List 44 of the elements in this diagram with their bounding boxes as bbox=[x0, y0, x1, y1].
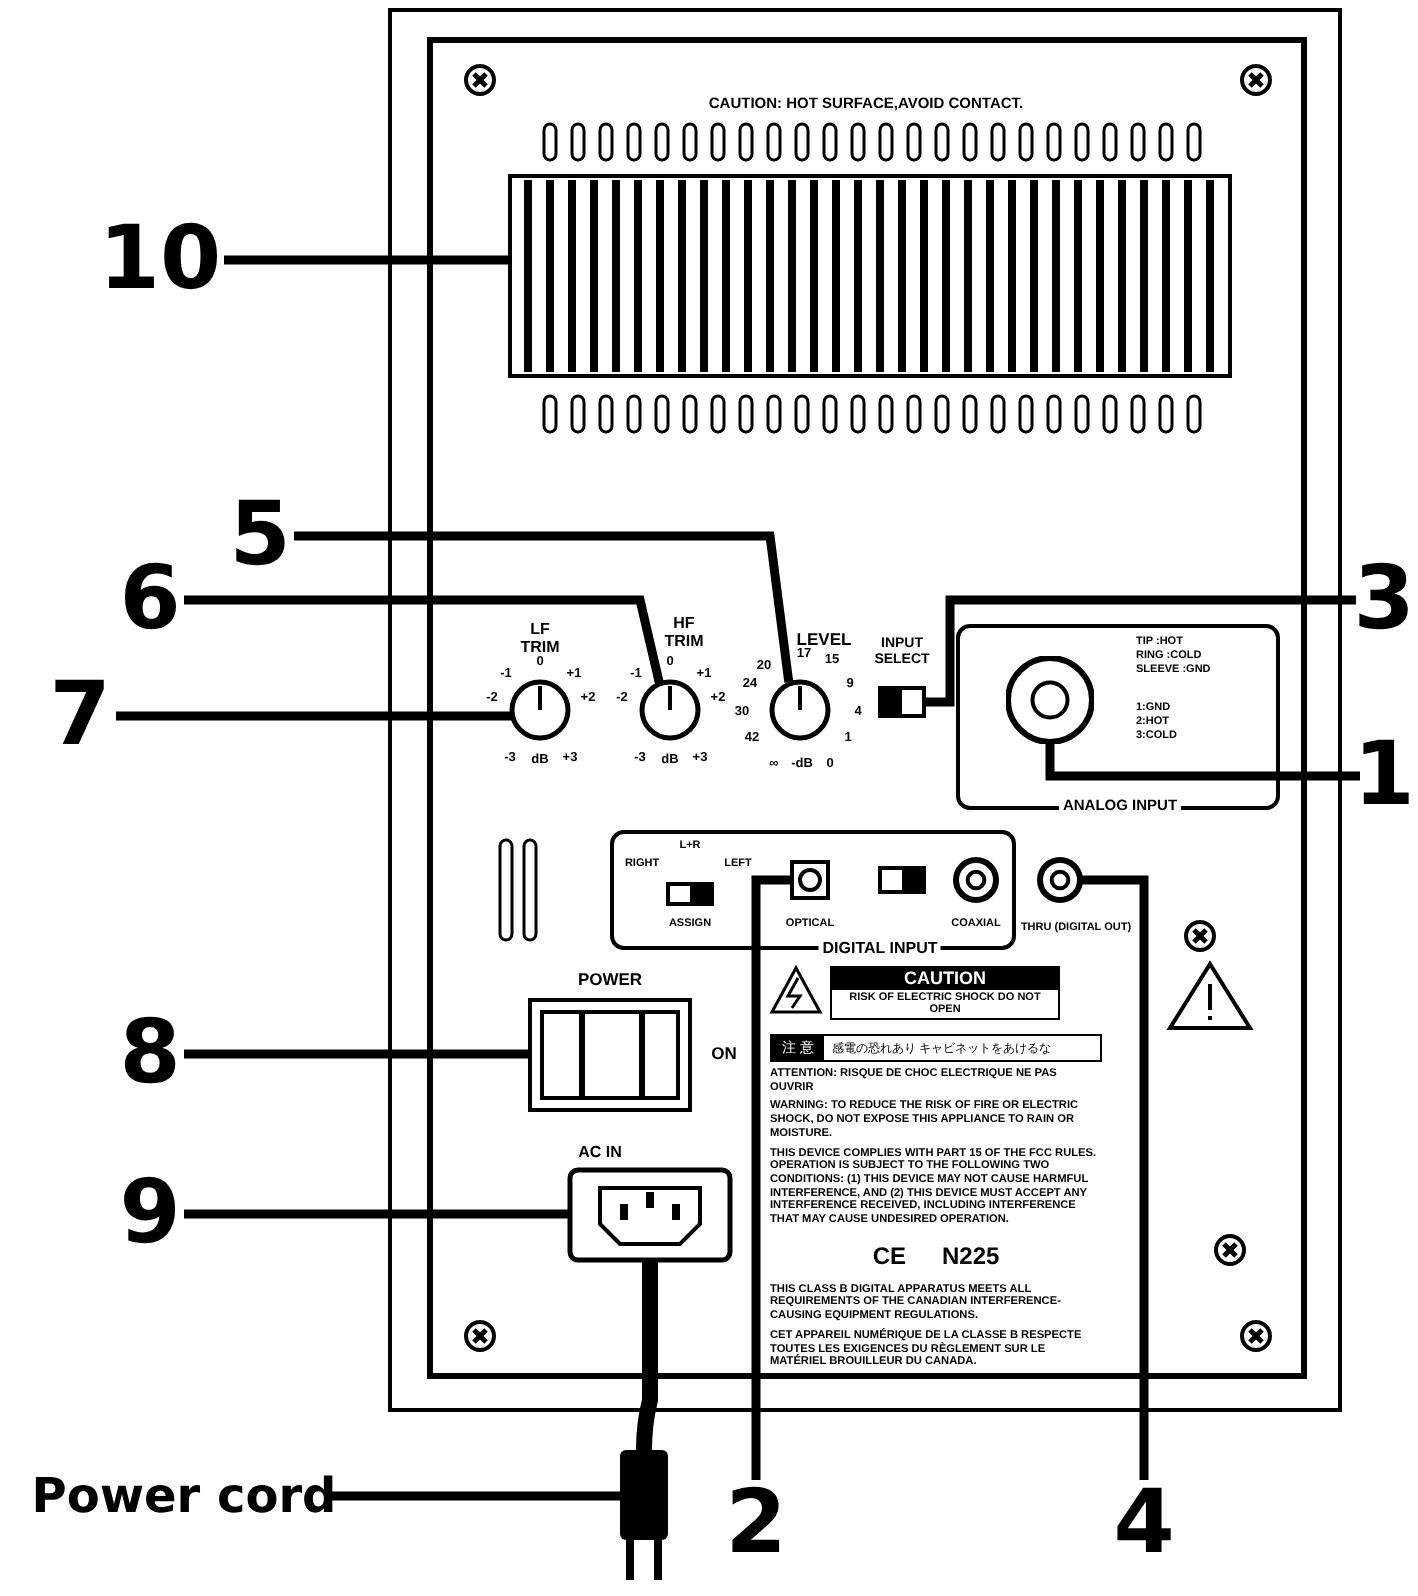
vent-grille bbox=[508, 174, 1232, 378]
input-jack bbox=[1037, 857, 1083, 903]
control-label: AC IN bbox=[578, 1145, 622, 1163]
certification-mark: CE bbox=[872, 1241, 906, 1270]
caution-heading: CAUTION bbox=[832, 968, 1058, 990]
callout-number: 4 bbox=[1113, 1480, 1175, 1568]
leader-line bbox=[751, 875, 790, 1480]
callout-number: 5 bbox=[229, 492, 291, 580]
leader-line bbox=[332, 1491, 620, 1501]
caution-box bbox=[830, 966, 1060, 1021]
callout-number: 9 bbox=[119, 1170, 181, 1258]
power-inlet bbox=[567, 1167, 733, 1263]
slide-switch bbox=[528, 998, 692, 1112]
leader-line bbox=[294, 531, 794, 683]
input-jack bbox=[1006, 656, 1094, 744]
callout-number: 1 bbox=[1353, 732, 1415, 820]
input-jack bbox=[952, 856, 1000, 904]
callout-number: 2 bbox=[725, 1480, 787, 1568]
leader-line bbox=[1045, 744, 1360, 781]
control-label: ON bbox=[711, 1044, 737, 1064]
control-label: LEVEL bbox=[796, 630, 852, 649]
warning-strip bbox=[770, 1034, 1102, 1062]
leader-line bbox=[184, 1049, 530, 1059]
power-plug-drawing bbox=[620, 1260, 668, 1580]
leader-line bbox=[116, 711, 513, 721]
input-jack bbox=[790, 860, 830, 900]
certification-mark: N225 bbox=[941, 1241, 1000, 1270]
panel-label: DIGITAL INPUT bbox=[818, 941, 942, 959]
leader-line bbox=[184, 595, 664, 686]
control-label: POWER bbox=[577, 970, 643, 990]
input-panel bbox=[956, 624, 1280, 810]
callout-number: 10 bbox=[98, 216, 222, 304]
callout-number: 8 bbox=[119, 1010, 181, 1098]
control-label: HF TRIM bbox=[662, 616, 706, 652]
leader-line bbox=[924, 595, 1356, 707]
callout-number: 7 bbox=[49, 672, 111, 760]
callout-label: Power cord bbox=[31, 1472, 337, 1520]
control-label: LF TRIM bbox=[518, 622, 562, 656]
callout-number: 6 bbox=[119, 556, 181, 644]
slide-switch bbox=[878, 686, 926, 718]
callout-number: 3 bbox=[1353, 556, 1415, 644]
leader-line bbox=[184, 1209, 570, 1219]
leader-line bbox=[1080, 875, 1149, 1480]
leader-line bbox=[224, 255, 510, 265]
